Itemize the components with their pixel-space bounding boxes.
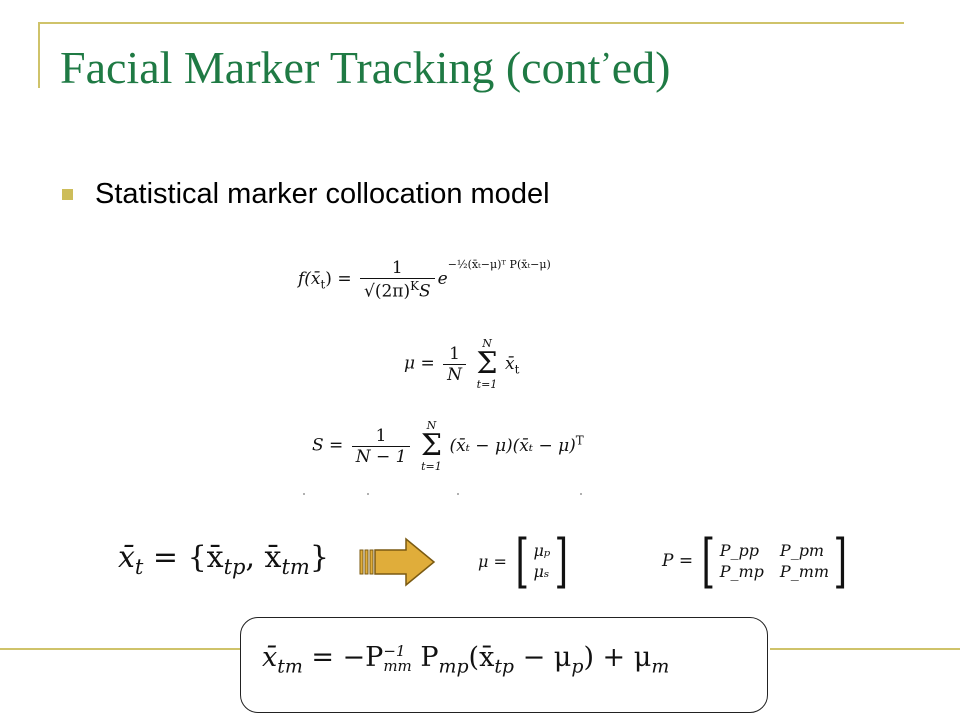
mean-sum: N Σ t=1 (476, 338, 497, 390)
mean-lhs: μ = (404, 353, 435, 374)
cov-numerator: 1 (375, 425, 387, 446)
final-paren: (x̄ (468, 642, 495, 673)
p-matrix-entry-pm: P_pm (779, 541, 825, 560)
right-arrow-icon (359, 537, 436, 587)
bullet-text: Statistical marker collocation model (95, 178, 550, 210)
p-matrix-entry-pp: P_pp (719, 541, 759, 560)
mean-sum-top: N (482, 337, 492, 350)
final-paren-sub: tp (494, 655, 514, 678)
cov-sum-bottom: t=1 (421, 460, 442, 473)
density-lhs: f(x̄t) = (298, 269, 352, 292)
density-exponential: e−½(x̄ₜ−μ)ᵀ P(x̄ₜ−μ) (437, 257, 551, 290)
equation-mu-vector: μ = [ μₚ μₛ ] (478, 532, 573, 590)
equation-split: x̄t = {x̄tp, x̄tm} (118, 540, 329, 579)
mean-denominator: N (443, 363, 466, 385)
p-matrix-entry-mm: P_mm (779, 562, 830, 581)
final-end-sub: m (651, 655, 670, 678)
final-lhs-sub: tm (277, 655, 303, 678)
density-denominator: √(2π)KS (359, 278, 435, 302)
p-matrix-entries: P_pp P_pm P_mp P_mm (720, 541, 829, 581)
slide-title-apostrophe: ’ (600, 46, 612, 83)
frame-line-bottom-right (770, 648, 960, 650)
split-rhs-mid: , x̄ (245, 540, 282, 575)
final-paren-sub2: p (571, 655, 584, 678)
slide-title-text: Facial Marker Tracking (cont (60, 42, 601, 93)
slide-title: Facial Marker Tracking (cont’ed) (60, 38, 670, 103)
equation-mean: μ = 1 N N Σ t=1 x̄t (404, 338, 519, 390)
p-matrix-left-bracket: [ (701, 527, 716, 595)
mu-vector-entries: μₚ μₛ (534, 541, 551, 581)
final-sup: −1 (383, 641, 406, 660)
mean-numerator: 1 (449, 343, 460, 364)
final-paren-mid: − μ (514, 642, 572, 673)
split-rhs: = {x̄ (143, 540, 224, 575)
split-lhs-sub: t (134, 555, 144, 579)
final-tail: P (411, 642, 439, 673)
mu-vector-left-bracket: [ (515, 527, 530, 595)
split-rhs-close: } (309, 540, 329, 575)
density-fraction: 1 √(2π)KS (359, 258, 435, 302)
p-matrix-lhs: P = (662, 551, 694, 571)
cov-fraction: 1 N − 1 (351, 425, 411, 467)
final-mid: = −P (302, 642, 384, 673)
mean-term: x̄t (505, 353, 520, 376)
frame-line-left (38, 22, 40, 88)
cov-sum-top: N (426, 419, 437, 432)
split-lhs: x̄ (118, 540, 135, 575)
cov-lhs: S = (312, 435, 344, 456)
bullet-item: Statistical marker collocation model (62, 178, 550, 211)
final-end: ) + μ (583, 642, 652, 673)
slide-title-tail: ed) (611, 42, 671, 93)
mu-vector-entry-p: μₚ (533, 541, 551, 560)
frame-line-top (38, 22, 904, 24)
equation-covariance: S = 1 N − 1 N Σ t=1 (x̄ₜ − μ)(x̄ₜ − μ)T (312, 420, 584, 472)
final-sub: mm (383, 656, 412, 675)
mean-fraction: 1 N (443, 344, 466, 385)
mean-sum-bottom: t=1 (476, 378, 498, 391)
final-lhs: x̄ (262, 642, 278, 673)
p-matrix-entry-mp: P_mp (719, 562, 764, 581)
final-tail-sub: mp (438, 655, 469, 678)
mu-vector-lhs: μ = (478, 551, 507, 571)
frame-line-bottom-left (0, 648, 240, 650)
split-rhs-sub2: tm (281, 555, 310, 579)
cov-denominator: N − 1 (351, 445, 411, 467)
equation-density: f(x̄t) = 1 √(2π)KS e−½(x̄ₜ−μ)ᵀ P(x̄ₜ−μ) (298, 258, 551, 302)
mean-sum-sign: Σ (476, 346, 498, 381)
mu-vector-right-bracket: ] (554, 527, 569, 595)
cov-sum-sign: Σ (420, 428, 443, 463)
mu-vector-entry-s: μₛ (533, 562, 550, 581)
cov-term: (x̄ₜ − μ)(x̄ₜ − μ)T (449, 432, 584, 456)
split-rhs-sub1: tp (223, 555, 246, 579)
p-matrix-right-bracket: ] (833, 527, 848, 595)
cov-sum: N Σ t=1 (421, 420, 442, 472)
density-numerator: 1 (391, 258, 403, 278)
final-equation-box (240, 617, 768, 713)
square-bullet-icon (62, 189, 73, 200)
scan-artifact-dots (303, 493, 582, 495)
equation-p-matrix: P = [ P_pp P_pm P_mp P_mm ] (662, 532, 852, 590)
